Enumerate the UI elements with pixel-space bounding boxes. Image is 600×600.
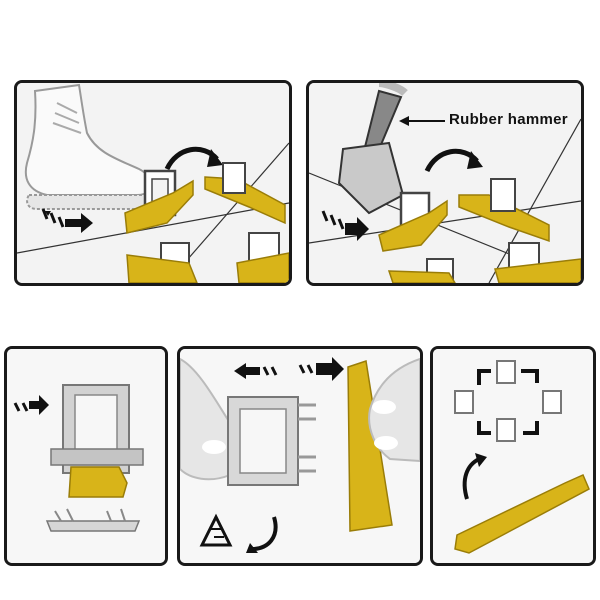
wedge-icon [454, 474, 590, 554]
rotate-arrow-icon [251, 516, 278, 551]
tile-leveling-clip-icon [50, 384, 144, 474]
rubber-hammer-label: Rubber hammer [449, 111, 568, 128]
wedge-icon [378, 199, 448, 252]
direction-arrow-icon [321, 210, 369, 241]
rubber-hammer-icon [337, 83, 408, 215]
rotate-arrow-icon [477, 369, 539, 435]
wedge-icon [347, 360, 393, 532]
wedge-icon [387, 270, 456, 283]
step-illustration [309, 83, 581, 283]
tile-leveling-clip-icon [496, 360, 516, 384]
step-illustration [7, 349, 165, 563]
direction-arrow-icon [13, 395, 49, 415]
tile-leveling-clip-icon [490, 178, 516, 212]
wedge-icon [126, 254, 198, 283]
step-panel-remove-clip [177, 346, 423, 566]
step-illustration [433, 349, 593, 563]
tile-leveling-clip-icon [542, 390, 562, 414]
boot-icon [24, 83, 155, 210]
step-panel-rubber-hammer: Rubber hammer [306, 80, 584, 286]
step-panel-reuse [430, 346, 596, 566]
recycle-icon [199, 513, 233, 547]
wedge-icon [458, 194, 550, 243]
step-illustration [17, 83, 289, 283]
rotate-arrow-icon [462, 457, 481, 500]
tile-leveling-clip-icon [454, 390, 474, 414]
wedge-icon [68, 466, 128, 498]
step-panel-press-wedge [14, 80, 292, 286]
tile-leveling-clip-icon [227, 396, 316, 486]
clip-base [45, 520, 141, 532]
step-panel-break-clip [4, 346, 168, 566]
direction-arrow-icon [41, 208, 93, 233]
hand-icon [368, 357, 420, 463]
tile-leveling-clip-icon [496, 418, 516, 442]
direction-arrow-icon [298, 357, 344, 381]
wedge-icon [124, 179, 194, 234]
wedge-icon [236, 252, 289, 283]
step-illustration [180, 349, 420, 563]
direction-arrow-icon [234, 363, 278, 379]
tile-leveling-clip-icon [222, 162, 246, 194]
wedge-icon [494, 258, 581, 283]
